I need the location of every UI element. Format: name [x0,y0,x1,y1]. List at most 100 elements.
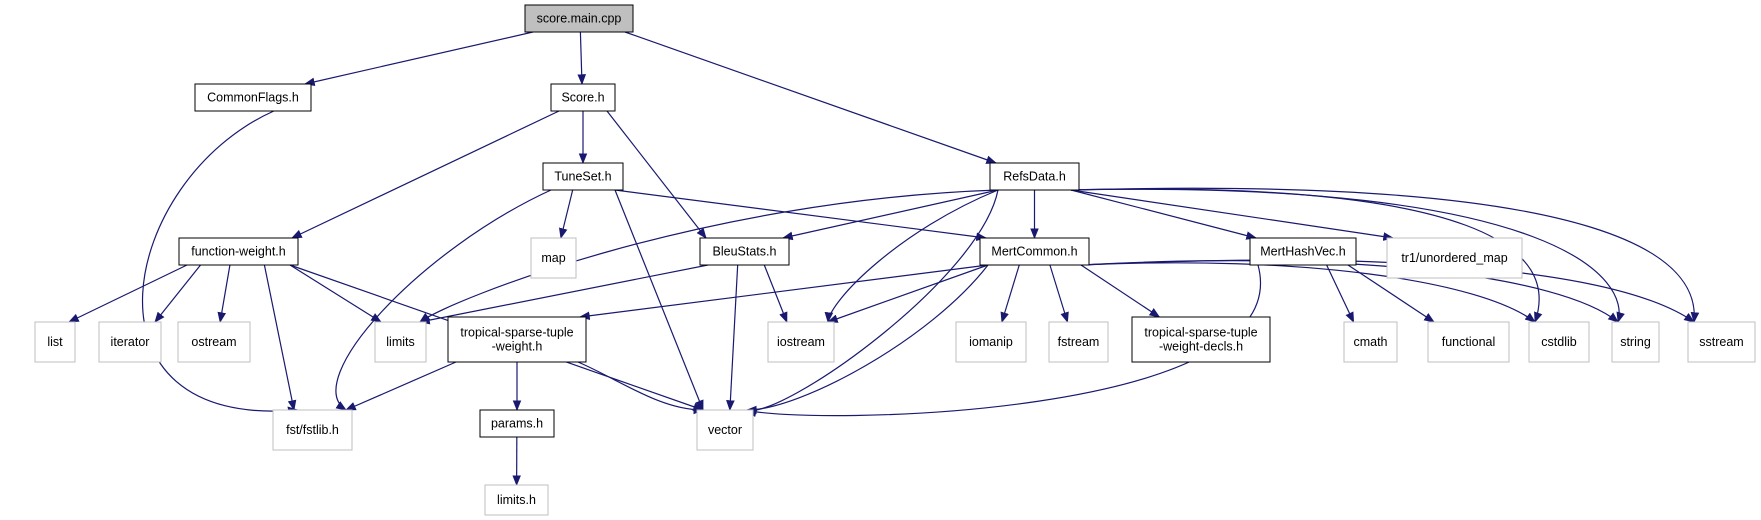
edge-tuneset-to-mertcommon [614,189,988,242]
node-label: iostream [777,335,825,349]
edge-score_main-to-commonflags [303,31,534,87]
edge-mertcommon-to-fstream [1049,264,1069,324]
node-box [542,162,624,191]
node-label: MertCommon.h [991,245,1077,259]
edge-mertcommon-to-cstdlib [1080,262,1536,323]
node-label: params.h [491,417,543,431]
node-label: BleuStats.h [713,245,777,259]
dependency-edges [68,31,1700,487]
node-vector: vector [696,409,754,451]
node-sstream: sstream [1687,321,1756,363]
node-label: string [1620,335,1651,349]
node-merthashvec[interactable]: MertHashVec.h [1249,237,1357,266]
node-box [979,237,1090,266]
node-list: list [34,321,76,363]
node-box [178,237,299,266]
edge-tst_weight-to-vector [577,361,705,415]
node-label: Score.h [561,91,604,105]
edge-merthashvec-to-cmath [1326,264,1355,323]
node-box [1611,321,1660,363]
node-label: CommonFlags.h [207,91,299,105]
node-box [530,237,577,279]
node-refsdata[interactable]: RefsData.h [989,162,1080,191]
node-tst_decls[interactable]: tropical-sparse-tuple-weight-decls.h [1131,316,1271,363]
node-box [447,316,587,363]
node-fstream: fstream [1048,321,1109,363]
node-label: limits.h [497,493,536,507]
node-unordered_map: tr1/unordered_map [1386,237,1523,279]
node-bleustats[interactable]: BleuStats.h [699,237,790,266]
node-map: map [530,237,577,279]
node-iomanip: iomanip [955,321,1027,363]
node-tst_weight[interactable]: tropical-sparse-tuple-weight.h [447,316,587,363]
edge-function_weight-to-fstlib [263,264,297,412]
node-label: function-weight.h [191,245,286,259]
node-cmath: cmath [1343,321,1398,363]
node-label: score.main.cpp [537,12,622,26]
node-label: iomanip [969,335,1013,349]
node-box [34,321,76,363]
node-box [177,321,251,363]
node-iostream: iostream [767,321,835,363]
node-label: cstdlib [1541,335,1576,349]
edge-mertcommon-to-iostream [826,264,989,323]
node-box [550,83,616,112]
node-box [194,83,312,112]
node-params[interactable]: params.h [479,409,555,438]
node-commonflags[interactable]: CommonFlags.h [194,83,312,112]
node-box [1687,321,1756,363]
node-label: map [541,251,565,265]
node-score_h[interactable]: Score.h [550,83,616,112]
node-label: functional [1442,335,1496,349]
node-label: vector [708,423,742,437]
node-box [1249,237,1357,266]
node-box [1131,316,1271,363]
node-label: cmath [1353,335,1387,349]
node-box [699,237,790,266]
node-label: iterator [111,335,150,349]
node-label: tropical-sparse-tuple [1144,326,1257,340]
node-box [1386,237,1523,279]
node-tuneset[interactable]: TuneSet.h [542,162,624,191]
edge-commonflags-to-fstlib [142,110,299,416]
node-function_weight[interactable]: function-weight.h [178,237,299,266]
edge-tuneset-to-map [559,189,574,240]
node-cstdlib: cstdlib [1528,321,1590,363]
node-label: MertHashVec.h [1260,245,1346,259]
node-label: fstream [1058,335,1100,349]
edge-refsdata-to-merthashvec [1070,189,1258,240]
node-box [696,409,754,451]
node-mertcommon[interactable]: MertCommon.h [979,237,1090,266]
node-label: ostream [191,335,236,349]
node-box [955,321,1027,363]
node-iterator: iterator [98,321,162,363]
edge-score_main-to-score_h [577,31,587,86]
edge-score_h-to-bleustats [606,110,707,239]
node-score_main[interactable]: score.main.cpp [524,4,634,33]
edge-refsdata-to-unordered_map [1070,189,1395,241]
edge-mertcommon-to-tst_weight [578,264,989,321]
edge-refsdata-to-vector [745,189,999,417]
node-box [374,321,427,363]
node-label: TuneSet.h [554,170,611,184]
edge-tuneset-to-fstlib [335,189,552,411]
node-box [479,409,555,438]
node-box [1427,321,1510,363]
edge-tuneset-to-vector [614,189,704,412]
edge-bleustats-to-iostream [763,264,788,324]
node-label: -weight.h [492,340,543,354]
edge-score_main-to-refsdata [624,31,998,164]
edge-mertcommon-to-vector [745,264,989,415]
edge-bleustats-to-vector [726,264,739,412]
node-box [272,409,353,451]
node-fstlib: fst/fstlib.h [272,409,353,451]
node-box [1048,321,1109,363]
edge-bleustats-to-limits [418,264,709,325]
edge-function_weight-to-iterator [154,264,201,323]
node-string: string [1611,321,1660,363]
edge-refsdata-to-string [1070,188,1625,324]
node-box [1343,321,1398,363]
node-box [989,162,1080,191]
